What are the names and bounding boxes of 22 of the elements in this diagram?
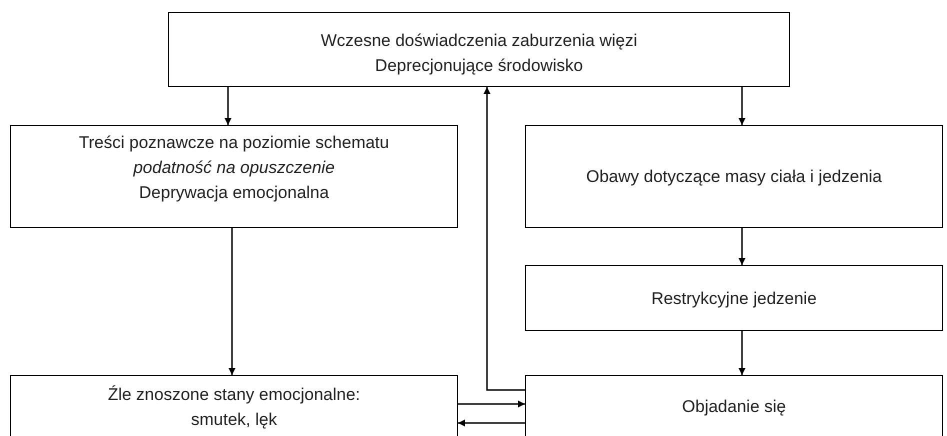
box-text: Restrykcyjne jedzenie	[651, 288, 817, 310]
arrow	[458, 400, 525, 408]
box-text: Deprecjonujące środowisko	[375, 54, 583, 76]
box-text: Objadanie się	[682, 396, 786, 418]
arrow	[738, 87, 746, 125]
box-text: Obawy dotyczące masy ciała i jedzenia	[586, 166, 882, 188]
process-box	[525, 375, 943, 436]
box-text: Treści poznawcze na poziomie schematu podatność na opuszczenie	[78, 132, 390, 179]
arrow	[224, 87, 232, 125]
arrow	[484, 87, 525, 391]
process-box	[525, 125, 943, 228]
process-box	[168, 12, 790, 87]
process-box	[10, 125, 458, 228]
arrow	[738, 331, 746, 375]
process-box	[10, 375, 458, 436]
arrow	[458, 420, 525, 426]
box-text: Deprywacja emocjonalna	[139, 182, 329, 204]
arrow	[738, 228, 746, 265]
box-text: Wczesne doświadczenia zaburzenia więzi	[320, 30, 638, 52]
box-text: Źle znoszone stany emocjonalne: smutek, lęk	[106, 384, 362, 431]
arrow	[228, 228, 236, 375]
process-box	[525, 265, 943, 331]
